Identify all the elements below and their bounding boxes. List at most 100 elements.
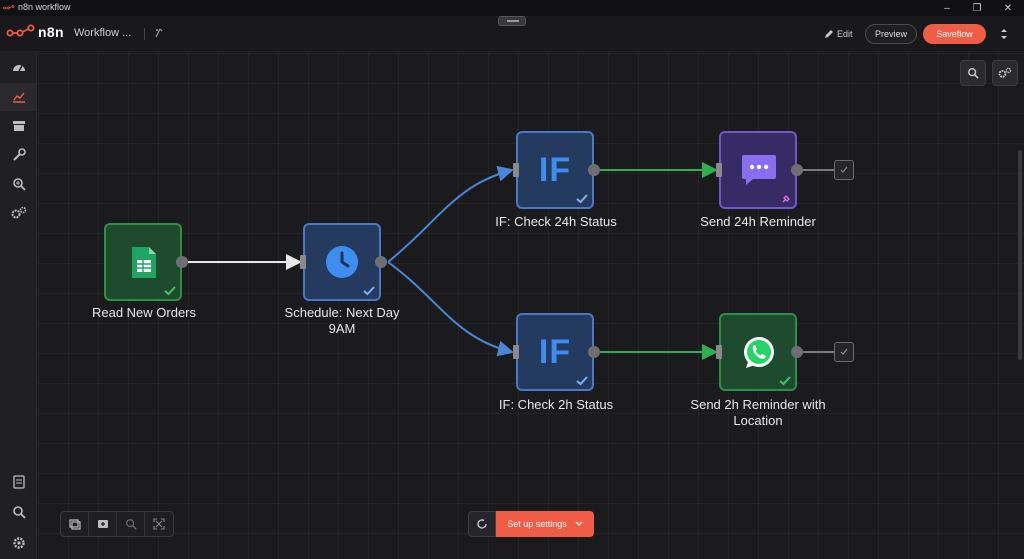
input-handle[interactable] <box>513 345 519 359</box>
output-handle[interactable] <box>791 346 803 358</box>
node-label-read-new-orders: Read New Orders <box>91 305 197 320</box>
more-options-button[interactable] <box>997 24 1011 44</box>
sidebar-item-zoom-search[interactable] <box>0 170 37 198</box>
node-send-24h-reminder[interactable] <box>719 131 797 209</box>
minimize-button[interactable]: – <box>944 2 950 14</box>
google-sheets-icon <box>132 247 156 278</box>
output-handle[interactable] <box>375 256 387 268</box>
canvas-scrollbar[interactable] <box>1018 150 1022 360</box>
save-label: Saveflow <box>936 29 973 39</box>
canvas-zoom-controls <box>60 511 174 537</box>
node-label-if-2h: IF: Check 2h Status <box>498 397 614 412</box>
input-handle[interactable] <box>716 345 722 359</box>
sidebar-item-executions[interactable] <box>0 83 37 111</box>
chevron-up-down-icon <box>1001 29 1007 39</box>
zoom-in-icon <box>968 68 979 79</box>
close-window-button[interactable]: ✕ <box>1003 2 1013 14</box>
node-label-send-2h: Send 2h Reminder with Location <box>690 397 826 428</box>
preview-label: Preview <box>874 29 907 39</box>
sidebar-item-settings[interactable] <box>0 199 37 227</box>
add-node-button[interactable] <box>834 342 854 362</box>
preview-button[interactable]: Preview <box>865 24 917 44</box>
fit-view-icon <box>68 519 81 530</box>
node-schedule[interactable] <box>303 223 381 301</box>
node-if-check-2h[interactable]: IF <box>516 313 594 391</box>
success-check-icon <box>576 194 588 204</box>
save-workflow-button[interactable]: Saveflow <box>923 24 986 44</box>
drag-handle[interactable] <box>498 16 526 26</box>
brand-logo[interactable]: n8n <box>6 24 64 40</box>
edit-button[interactable]: Edit <box>824 25 853 43</box>
chevron-down-icon <box>575 519 583 529</box>
workflow-name[interactable]: Workflow ... <box>74 27 132 39</box>
node-read-new-orders[interactable] <box>104 223 182 301</box>
success-check-icon <box>164 286 176 296</box>
pencil-icon <box>825 30 833 38</box>
canvas-zoom-button[interactable] <box>960 60 986 86</box>
success-check-icon <box>363 286 375 296</box>
clock-icon <box>326 246 358 278</box>
refresh-icon <box>477 519 487 529</box>
success-check-icon <box>779 376 791 386</box>
input-handle[interactable] <box>513 163 519 177</box>
whatsapp-icon <box>744 337 774 368</box>
zoom-in-button[interactable] <box>89 512 117 536</box>
success-check-icon <box>576 376 588 386</box>
search-icon <box>12 506 26 519</box>
zoom-out-button[interactable] <box>117 512 145 536</box>
zoom-out-icon <box>125 519 137 530</box>
add-icon <box>840 348 848 355</box>
setup-settings-button[interactable]: Set up settings <box>496 511 594 537</box>
setup-settings-group: Set up settings <box>468 511 594 537</box>
restore-button[interactable]: ❐ <box>972 2 982 14</box>
templates-icon <box>12 475 25 489</box>
header-divider <box>144 28 145 40</box>
archive-icon <box>12 121 25 131</box>
edit-label: Edit <box>837 29 853 39</box>
gear-icon <box>12 537 25 549</box>
canvas-settings-button[interactable] <box>992 60 1018 86</box>
wrench-icon <box>12 148 26 161</box>
brand-name: n8n <box>38 24 64 40</box>
node-label-send-24h: Send 24h Reminder <box>700 214 816 229</box>
n8n-logo-icon <box>6 24 35 37</box>
app-header: n8n Workflow ... Edit Preview Saveflow <box>0 16 1024 52</box>
add-icon <box>840 166 848 173</box>
left-sidebar <box>0 52 37 559</box>
sidebar-item-overview[interactable] <box>0 54 37 82</box>
output-handle[interactable] <box>588 346 600 358</box>
setup-settings-label: Set up settings <box>507 519 567 529</box>
add-node-button[interactable] <box>834 160 854 180</box>
expand-icon <box>153 518 165 530</box>
input-handle[interactable] <box>716 163 722 177</box>
sidebar-item-archive[interactable] <box>0 112 37 140</box>
node-label-schedule: Schedule: Next Day 9AM <box>284 305 400 336</box>
reset-zoom-button[interactable] <box>145 512 173 536</box>
if-node-icon: IF <box>538 150 572 189</box>
output-handle[interactable] <box>791 164 803 176</box>
window-titlebar: n8n workflow – ❐ ✕ <box>0 0 1024 16</box>
output-handle[interactable] <box>588 164 600 176</box>
dashboard-icon <box>12 65 25 72</box>
sidebar-item-templates[interactable] <box>0 468 37 496</box>
settings-gears-icon <box>11 206 26 219</box>
node-if-check-24h[interactable]: IF <box>516 131 594 209</box>
chat-bubble-icon <box>742 155 776 185</box>
node-label-if-24h: IF: Check 24h Status <box>495 214 617 229</box>
node-send-2h-reminder[interactable] <box>719 313 797 391</box>
zoom-in-icon <box>97 520 108 528</box>
n8n-logo-icon <box>3 5 15 10</box>
sidebar-item-preferences[interactable] <box>0 529 37 557</box>
settings-gears-icon <box>998 67 1012 78</box>
executions-chart-icon <box>12 92 25 103</box>
window-title: n8n workflow <box>18 2 71 12</box>
fit-view-button[interactable] <box>61 512 89 536</box>
tag-icon[interactable] <box>152 26 166 40</box>
sidebar-item-search[interactable] <box>0 498 37 526</box>
input-handle[interactable] <box>300 255 306 269</box>
sidebar-item-tools[interactable] <box>0 141 37 169</box>
if-node-icon: IF <box>538 332 572 371</box>
refresh-button[interactable] <box>468 511 496 537</box>
output-handle[interactable] <box>176 256 188 268</box>
pin-icon <box>782 195 790 203</box>
